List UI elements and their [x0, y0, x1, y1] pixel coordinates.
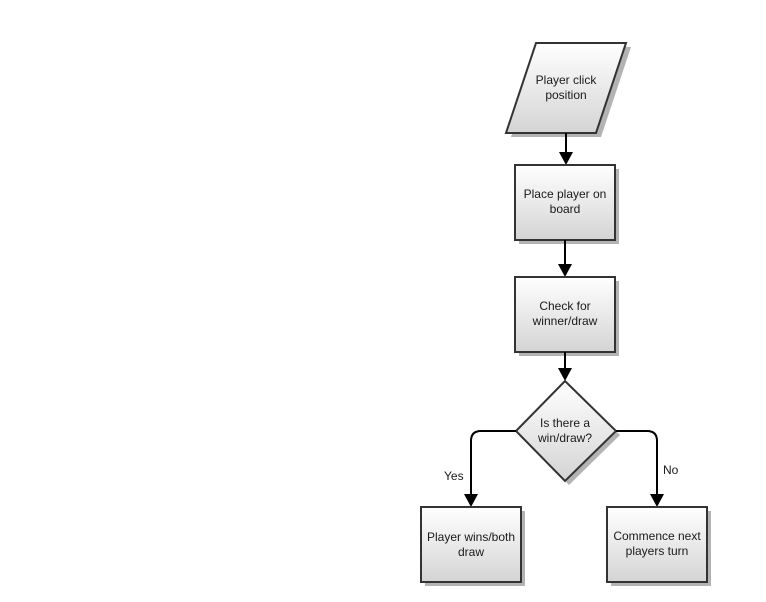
win-node-label-line2: draw [458, 545, 484, 559]
place-node-label-line2: board [550, 202, 581, 216]
decision-node-win-draw: Is there a win/draw? [514, 379, 620, 485]
connector-decision-yes: Yes [444, 430, 516, 507]
next-node-label-line1: Commence next [613, 529, 701, 543]
connector-decision-no: No [616, 430, 679, 507]
decision-node-label-line2: win/draw? [537, 431, 592, 445]
arrowhead-icon [464, 494, 478, 507]
place-node-label-line1: Place player on [524, 187, 607, 201]
process-node-next-turn: Commence next players turn [606, 506, 711, 586]
start-node-label-line1: Player click [536, 73, 598, 87]
arrowhead-icon [559, 152, 573, 165]
edge-label-yes: Yes [444, 469, 464, 483]
start-node-player-click: Player click position [504, 42, 631, 137]
win-node-label-line1: Player wins/both [427, 530, 515, 544]
arrowhead-icon [558, 368, 572, 381]
arrowhead-icon [558, 264, 572, 277]
edge-label-no: No [663, 463, 679, 477]
connector-start-to-place [559, 133, 573, 165]
process-node-check-winner: Check for winner/draw [514, 276, 619, 356]
arrowhead-icon [650, 494, 664, 507]
check-node-label-line1: Check for [539, 299, 590, 313]
process-node-place-player: Place player on board [514, 164, 619, 244]
check-node-label-line2: winner/draw [532, 314, 598, 328]
connector-place-to-check [558, 240, 572, 277]
process-node-player-wins: Player wins/both draw [420, 506, 525, 586]
connector-check-to-decision [558, 352, 572, 381]
start-node-label-line2: position [545, 88, 586, 102]
decision-node-label-line1: Is there a [540, 416, 590, 430]
next-node-label-line2: players turn [626, 544, 689, 558]
